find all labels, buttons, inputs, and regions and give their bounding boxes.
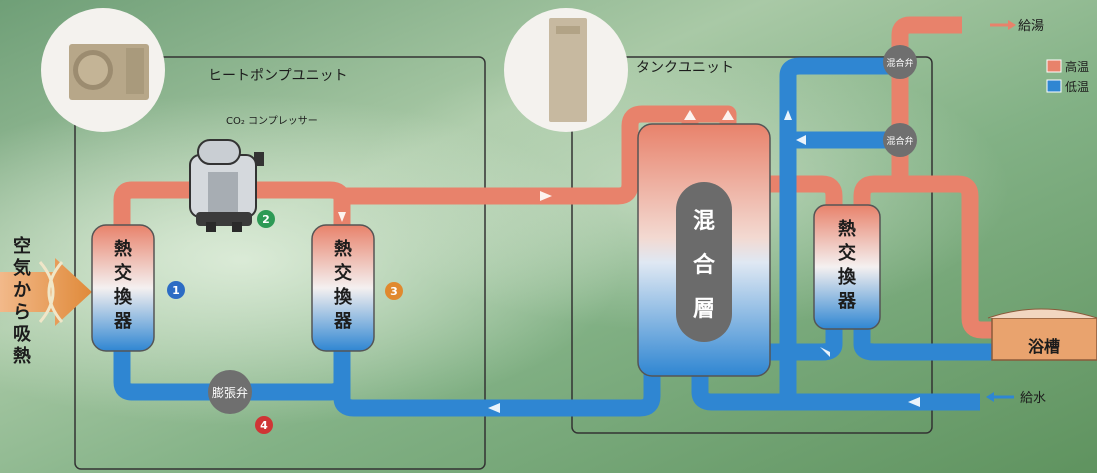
outdoor-unit-icon xyxy=(41,8,165,132)
heat-exchanger-1-char: 交 xyxy=(114,262,132,284)
step-3-marker xyxy=(385,282,403,300)
step-4-marker xyxy=(255,416,273,434)
bathtub-icon xyxy=(987,308,1097,361)
air-intake-char: 空 xyxy=(13,235,31,257)
heat-exchanger-1 xyxy=(91,224,155,352)
heat-exchanger-3-char: 換 xyxy=(838,266,857,288)
heat-exchanger-1-char: 換 xyxy=(114,286,133,308)
supply-water-label: 給水 xyxy=(1020,391,1046,406)
mixing-valve-top-label: 混合弁 xyxy=(886,57,913,69)
mixing-layer-label-bg xyxy=(676,182,732,342)
heat-exchanger-2-char: 器 xyxy=(333,311,353,332)
step-3-number: 3 xyxy=(390,285,398,298)
supply-hot-label: 給湯 xyxy=(1018,19,1044,34)
tank-unit-title: タンクユニット xyxy=(636,60,734,76)
step-2-number: 2 xyxy=(262,213,270,226)
air-intake-char: 熱 xyxy=(13,345,31,367)
mixing-layer-char: 合 xyxy=(693,252,716,278)
mixing-valve-mid xyxy=(883,123,917,157)
heat-exchanger-3-char: 器 xyxy=(837,291,857,312)
heat-exchanger-2-char: 交 xyxy=(334,262,352,284)
legend-high-label: 高温 xyxy=(1065,59,1089,74)
step-1-number: 1 xyxy=(172,284,180,297)
air-intake-arrow xyxy=(0,258,92,326)
compressor-icon xyxy=(189,139,264,232)
heatpump-unit-box xyxy=(74,56,486,470)
heat-exchanger-2-char: 熱 xyxy=(334,238,352,260)
heat-exchanger-3 xyxy=(813,204,881,330)
air-intake-char: 吸 xyxy=(13,324,32,345)
air-intake-char: 気 xyxy=(13,257,31,279)
step-2-marker xyxy=(257,210,275,228)
mixing-layer-char: 混 xyxy=(693,209,715,234)
legend-low-label: 低温 xyxy=(1065,80,1089,94)
compressor-label: CO₂ コンプレッサー xyxy=(226,115,318,127)
air-intake-char: ら xyxy=(13,302,31,323)
heat-exchanger-3-char: 交 xyxy=(838,242,856,264)
tank-unit-icon xyxy=(504,8,628,132)
bathtub-label: 浴槽 xyxy=(1028,337,1060,356)
heatpump-unit-title: ヒートポンプユニット xyxy=(208,68,348,84)
step-markers xyxy=(167,210,403,434)
heat-exchanger-2-char: 換 xyxy=(334,286,353,308)
heat-exchanger-1-char: 器 xyxy=(113,311,133,332)
heat-exchanger-3-char: 熱 xyxy=(838,218,856,240)
mixing-valve-mid-label: 混合弁 xyxy=(886,135,913,147)
supply-hot-arrow xyxy=(990,20,1016,30)
expansion-valve xyxy=(208,370,252,414)
legend-low-swatch xyxy=(1046,79,1062,93)
step-4-number: 4 xyxy=(260,419,268,432)
air-intake-char: か xyxy=(13,280,31,301)
mixing-valve-top xyxy=(883,45,917,79)
expansion-valve-label: 膨張弁 xyxy=(212,385,248,400)
supply-water-arrow xyxy=(986,392,1014,402)
step-1-marker xyxy=(167,281,185,299)
tank-unit-box xyxy=(571,56,933,434)
heat-exchanger-1-char: 熱 xyxy=(114,238,132,260)
mixing-layer-label: 混合層 xyxy=(693,209,716,322)
mixing-layer-char: 層 xyxy=(693,297,715,322)
legend-high-swatch xyxy=(1046,59,1062,73)
heat-exchanger-2 xyxy=(311,224,375,352)
